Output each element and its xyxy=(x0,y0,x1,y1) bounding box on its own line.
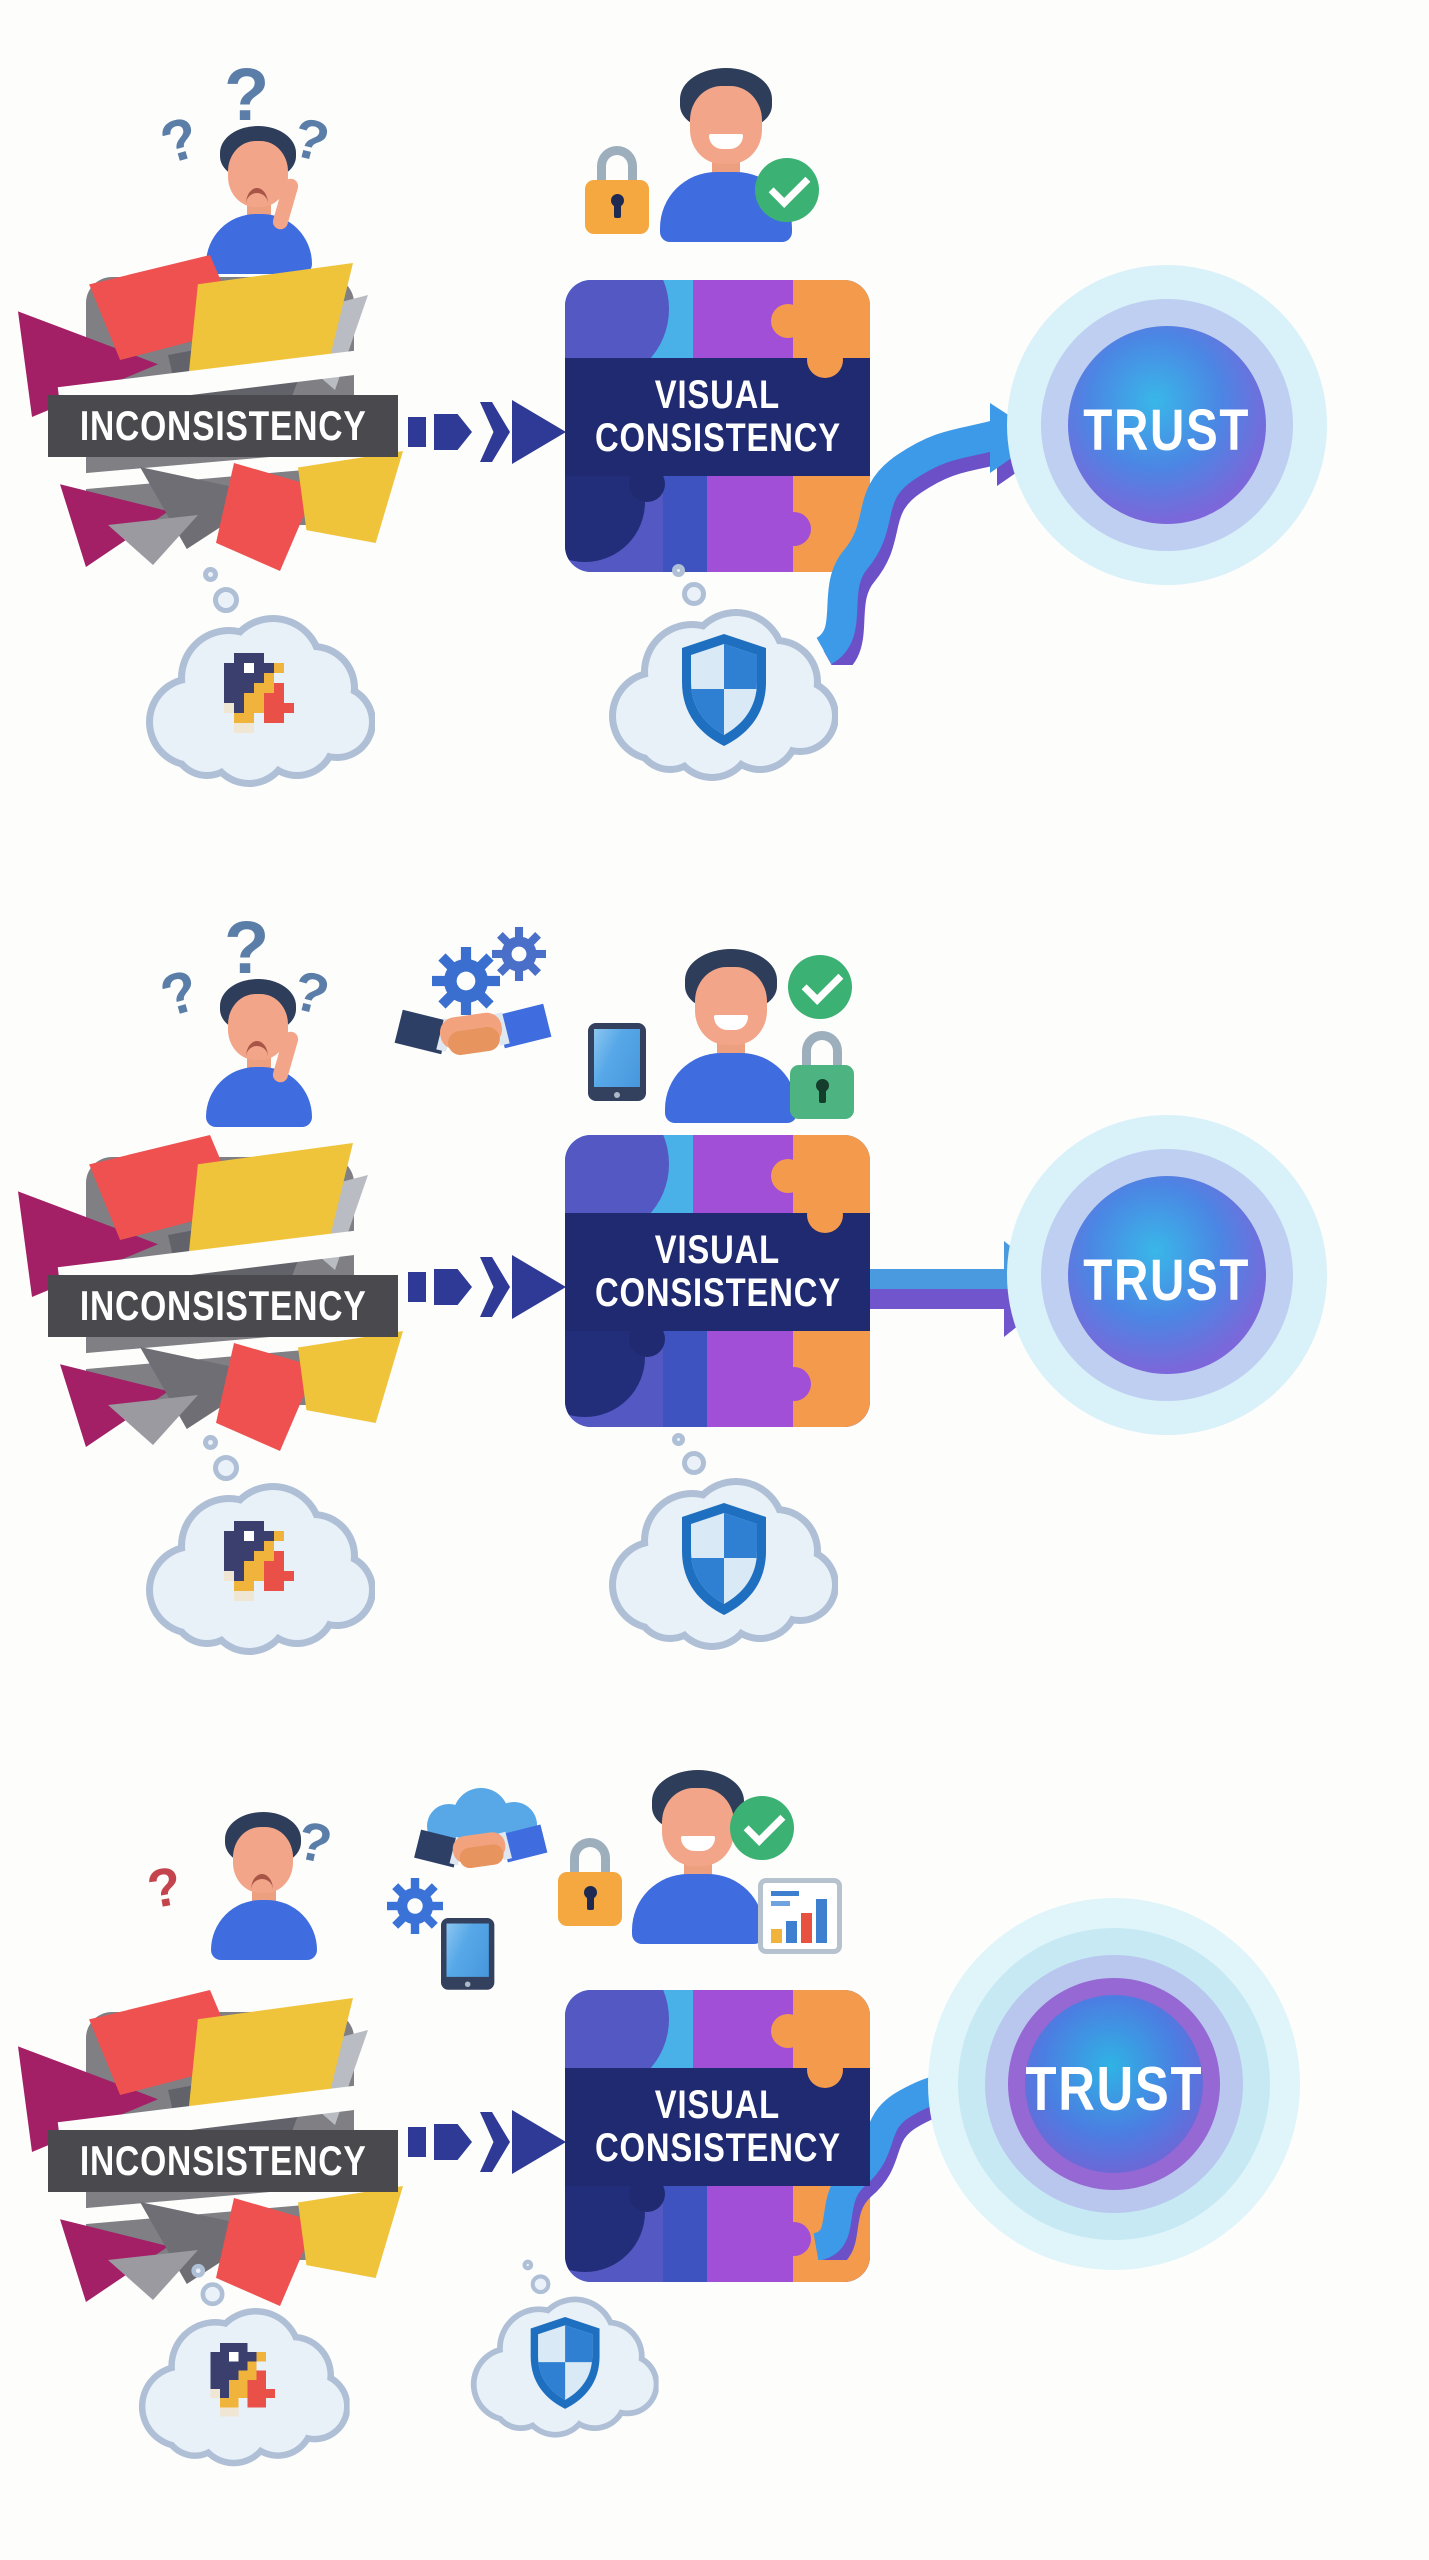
row-1-transformation-diagram: ? ? ? INCONSISTENCY xyxy=(0,0,1429,853)
cloud-icon xyxy=(609,1478,838,1650)
dashed-arrow-icon xyxy=(408,1255,568,1319)
inconsistency-banner: INCONSISTENCY xyxy=(48,395,398,457)
row-2-transformation-diagram: ? ? ? xyxy=(0,853,1429,1706)
trust-circle: TRUST xyxy=(1007,265,1327,585)
cloud-handshake-icon xyxy=(387,1786,595,1996)
visual-consistency-label-top: VISUAL xyxy=(654,1227,781,1272)
dashed-arrow-icon xyxy=(408,400,568,464)
inconsistency-label: INCONSISTENCY xyxy=(79,402,367,449)
trust-circle: TRUST xyxy=(1007,1115,1327,1435)
thought-cloud-shield xyxy=(470,2258,659,2455)
row-3-transformation-diagram: ? ? xyxy=(0,1706,1429,2559)
thought-cloud-broken-image xyxy=(145,565,375,805)
visual-consistency-label-top: VISUAL xyxy=(654,2082,781,2127)
tablet-icon xyxy=(588,1023,646,1101)
inconsistency-block: INCONSISTENCY xyxy=(18,255,403,571)
visual-consistency-block: VISUAL CONSISTENCY xyxy=(565,280,870,572)
inconsistency-block: INCONSISTENCY xyxy=(18,1990,403,2306)
question-mark-icon: ? xyxy=(143,1855,186,1921)
shield-icon xyxy=(530,2317,600,2409)
gear-icon xyxy=(387,1878,443,1934)
handshake-gears-icon xyxy=(394,927,568,1072)
visual-consistency-label-bottom: CONSISTENCY xyxy=(594,416,841,460)
visual-consistency-label-bottom: CONSISTENCY xyxy=(594,2126,841,2170)
thought-cloud-broken-image xyxy=(138,2262,350,2483)
visual-consistency-block: VISUAL CONSISTENCY xyxy=(565,1990,870,2282)
padlock-icon xyxy=(585,146,649,234)
broken-image-pixel-icon xyxy=(224,1521,294,1601)
confused-person-icon xyxy=(190,979,340,1129)
dashed-arrow-icon xyxy=(408,2110,568,2174)
trust-label: TRUST xyxy=(1025,2055,1203,2124)
check-badge-icon xyxy=(788,955,852,1019)
check-badge-icon xyxy=(755,158,819,222)
smile xyxy=(709,134,743,149)
broken-image-pixel-icon xyxy=(210,2342,276,2417)
thought-cloud-shield xyxy=(608,1431,838,1671)
happy-person-icon xyxy=(655,949,825,1139)
visual-consistency-label-bottom: CONSISTENCY xyxy=(594,1271,841,1315)
inconsistency-banner: INCONSISTENCY xyxy=(48,2130,398,2192)
happy-person-icon xyxy=(650,68,820,258)
gear-icon xyxy=(492,927,546,981)
confused-person-icon xyxy=(195,1812,345,1962)
sad-mouth xyxy=(246,188,268,204)
inconsistency-block: INCONSISTENCY xyxy=(18,1135,403,1451)
padlock-icon xyxy=(558,1838,622,1926)
trust-label: TRUST xyxy=(1083,1248,1251,1313)
thought-cloud-shield xyxy=(608,562,838,802)
bar-chart-icon xyxy=(758,1878,842,1954)
thought-cloud-broken-image xyxy=(145,1433,375,1673)
handshake-icon xyxy=(414,1812,548,1880)
visual-consistency-banner: VISUAL CONSISTENCY xyxy=(565,2068,870,2186)
inconsistency-label: INCONSISTENCY xyxy=(79,1282,367,1329)
gear-icon xyxy=(432,947,500,1015)
tablet-icon xyxy=(441,1918,495,1990)
visual-consistency-banner: VISUAL CONSISTENCY xyxy=(565,1213,870,1331)
trust-circle: TRUST xyxy=(928,1898,1300,2270)
green-padlock-icon xyxy=(790,1031,854,1119)
check-badge-icon xyxy=(730,1796,794,1860)
visual-consistency-block: VISUAL CONSISTENCY xyxy=(565,1135,870,1427)
inconsistency-label: INCONSISTENCY xyxy=(79,2137,367,2184)
trust-label: TRUST xyxy=(1083,398,1251,463)
visual-consistency-banner: VISUAL CONSISTENCY xyxy=(565,358,870,476)
broken-image-pixel-icon xyxy=(224,653,294,733)
question-mark-icon: ? xyxy=(224,53,270,136)
handshake-icon xyxy=(394,989,552,1069)
shield-icon xyxy=(682,634,766,746)
happy-person-icon xyxy=(622,1770,792,1960)
cloud-icon xyxy=(423,1786,543,1856)
visual-consistency-label-top: VISUAL xyxy=(654,372,781,417)
confused-person-icon xyxy=(190,126,340,276)
shield-icon xyxy=(682,1503,766,1615)
question-mark-icon: ? xyxy=(224,906,270,989)
inconsistency-banner: INCONSISTENCY xyxy=(48,1275,398,1337)
